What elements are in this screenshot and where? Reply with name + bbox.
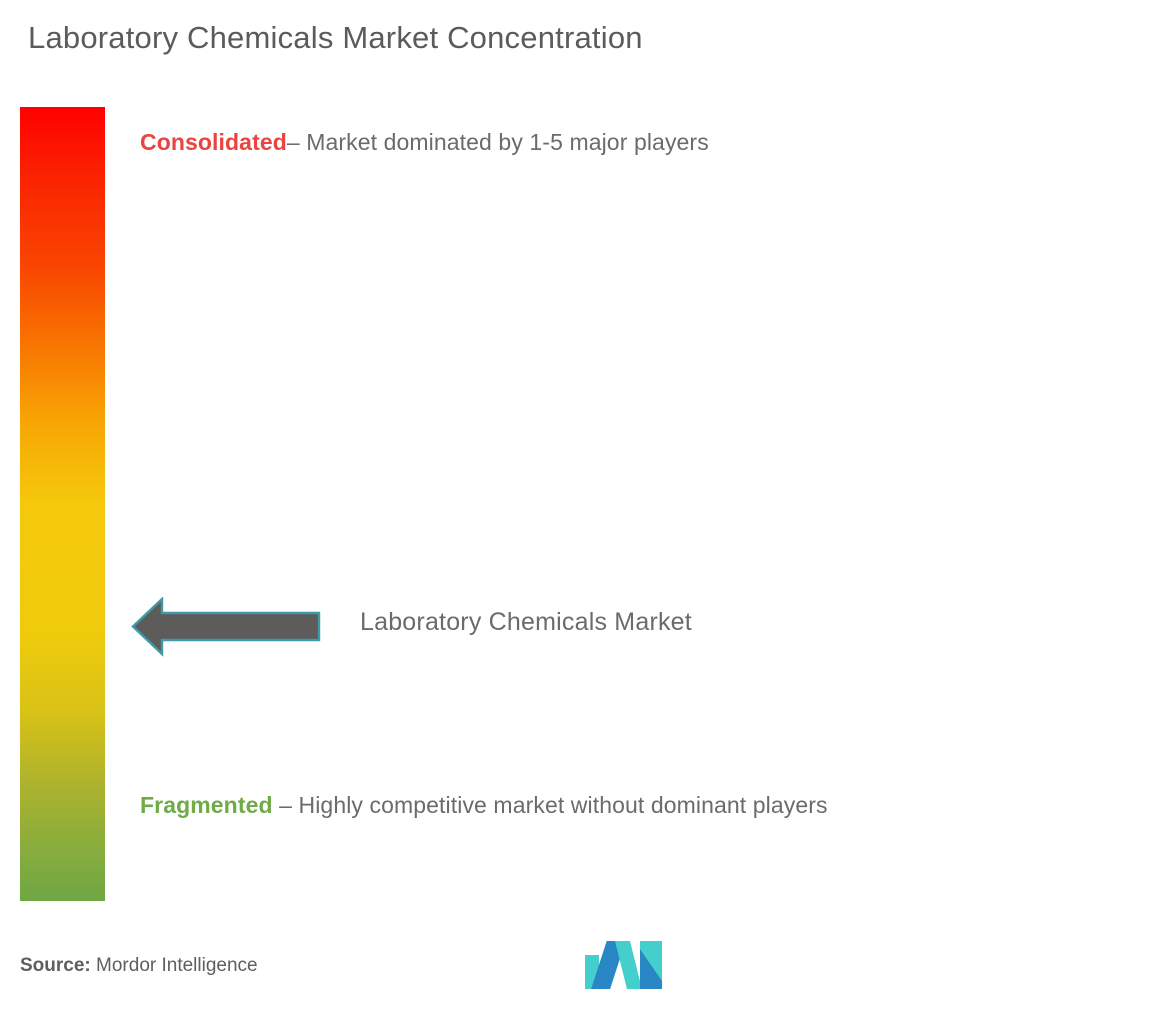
fragmented-keyword: Fragmented bbox=[140, 792, 273, 818]
market-position-label: Laboratory Chemicals Market bbox=[360, 608, 692, 636]
fragmented-description: Fragmented – Highly competitive market w… bbox=[140, 775, 880, 835]
source-label: Source: bbox=[20, 955, 91, 976]
mi-monogram-icon bbox=[585, 941, 662, 989]
consolidated-keyword: Consolidated bbox=[140, 129, 287, 155]
consolidated-description-text: – Market dominated by 1-5 major players bbox=[286, 129, 709, 155]
market-position-pointer bbox=[131, 596, 321, 657]
concentration-gradient-bar bbox=[20, 107, 105, 901]
arrow-left-icon bbox=[131, 596, 321, 657]
mordor-intelligence-logo bbox=[585, 937, 665, 995]
page-title: Laboratory Chemicals Market Concentratio… bbox=[28, 20, 643, 55]
source-credit: Source: Mordor Intelligence bbox=[20, 955, 258, 977]
fragmented-description-text: – Highly competitive market without domi… bbox=[272, 792, 828, 818]
source-value: Mordor Intelligence bbox=[96, 955, 258, 976]
consolidated-description: Consolidated– Market dominated by 1-5 ma… bbox=[140, 112, 860, 172]
